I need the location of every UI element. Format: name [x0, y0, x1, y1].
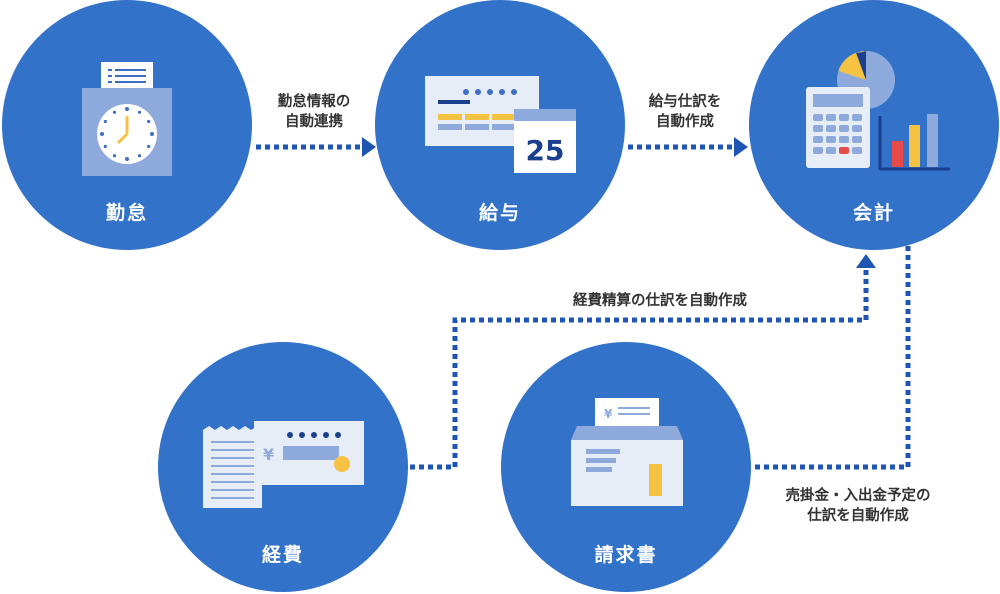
receipt-icon: [203, 426, 262, 508]
flow-label-kintai-line1: 勤怠情報の: [278, 92, 351, 110]
node-kintai: 勤怠: [2, 0, 252, 250]
arrow-keihi-to-kaikei: [410, 268, 869, 470]
node-keihi: ¥ 経費: [158, 342, 408, 592]
flow-label-seikyusho-line1: 売掛金・入出金予定の: [786, 486, 931, 504]
bankbook-icon: ¥: [254, 421, 364, 485]
invoice-envelope-icon: ¥: [571, 398, 683, 506]
calendar-day: 25: [526, 134, 565, 167]
invoice-yen-symbol: ¥: [604, 407, 613, 421]
calendar-icon: 25: [514, 109, 576, 173]
flow-label-kintai-line2: 自動連携: [285, 112, 343, 130]
node-seikyusho: ¥ 請求書: [501, 342, 751, 592]
bar-chart-icon: [878, 114, 950, 171]
calculator-icon: [806, 87, 870, 168]
arrow-seikyusho-to-kaikei: [755, 234, 911, 470]
arrowhead-kintai-to-kyuyo: [362, 137, 376, 157]
time-clock-icon: [82, 62, 172, 176]
node-kaikei-circle: [749, 0, 999, 250]
flow-label-seikyusho-line2: 仕訳を自動作成: [806, 506, 909, 524]
node-kaikei-label: 会計: [853, 201, 895, 224]
arrowhead-kyuyo-to-kaikei: [734, 137, 748, 157]
node-kaikei: 会計: [749, 0, 999, 250]
node-keihi-label: 経費: [262, 543, 304, 566]
arrowhead-keihi-to-kaikei: [856, 254, 876, 268]
node-kyuyo: 25 給与: [375, 0, 625, 250]
node-seikyusho-label: 請求書: [594, 543, 657, 566]
flow-label-kyuyo-line1: 給与仕訳を: [649, 92, 722, 110]
connectors: [256, 144, 911, 470]
flow-label-keihi: 経費精算の仕訳を自動作成: [573, 291, 747, 309]
node-kyuyo-label: 給与: [479, 201, 521, 224]
node-kintai-label: 勤怠: [106, 201, 148, 224]
flow-label-kyuyo-line2: 自動作成: [656, 112, 714, 130]
yen-symbol: ¥: [263, 445, 274, 464]
